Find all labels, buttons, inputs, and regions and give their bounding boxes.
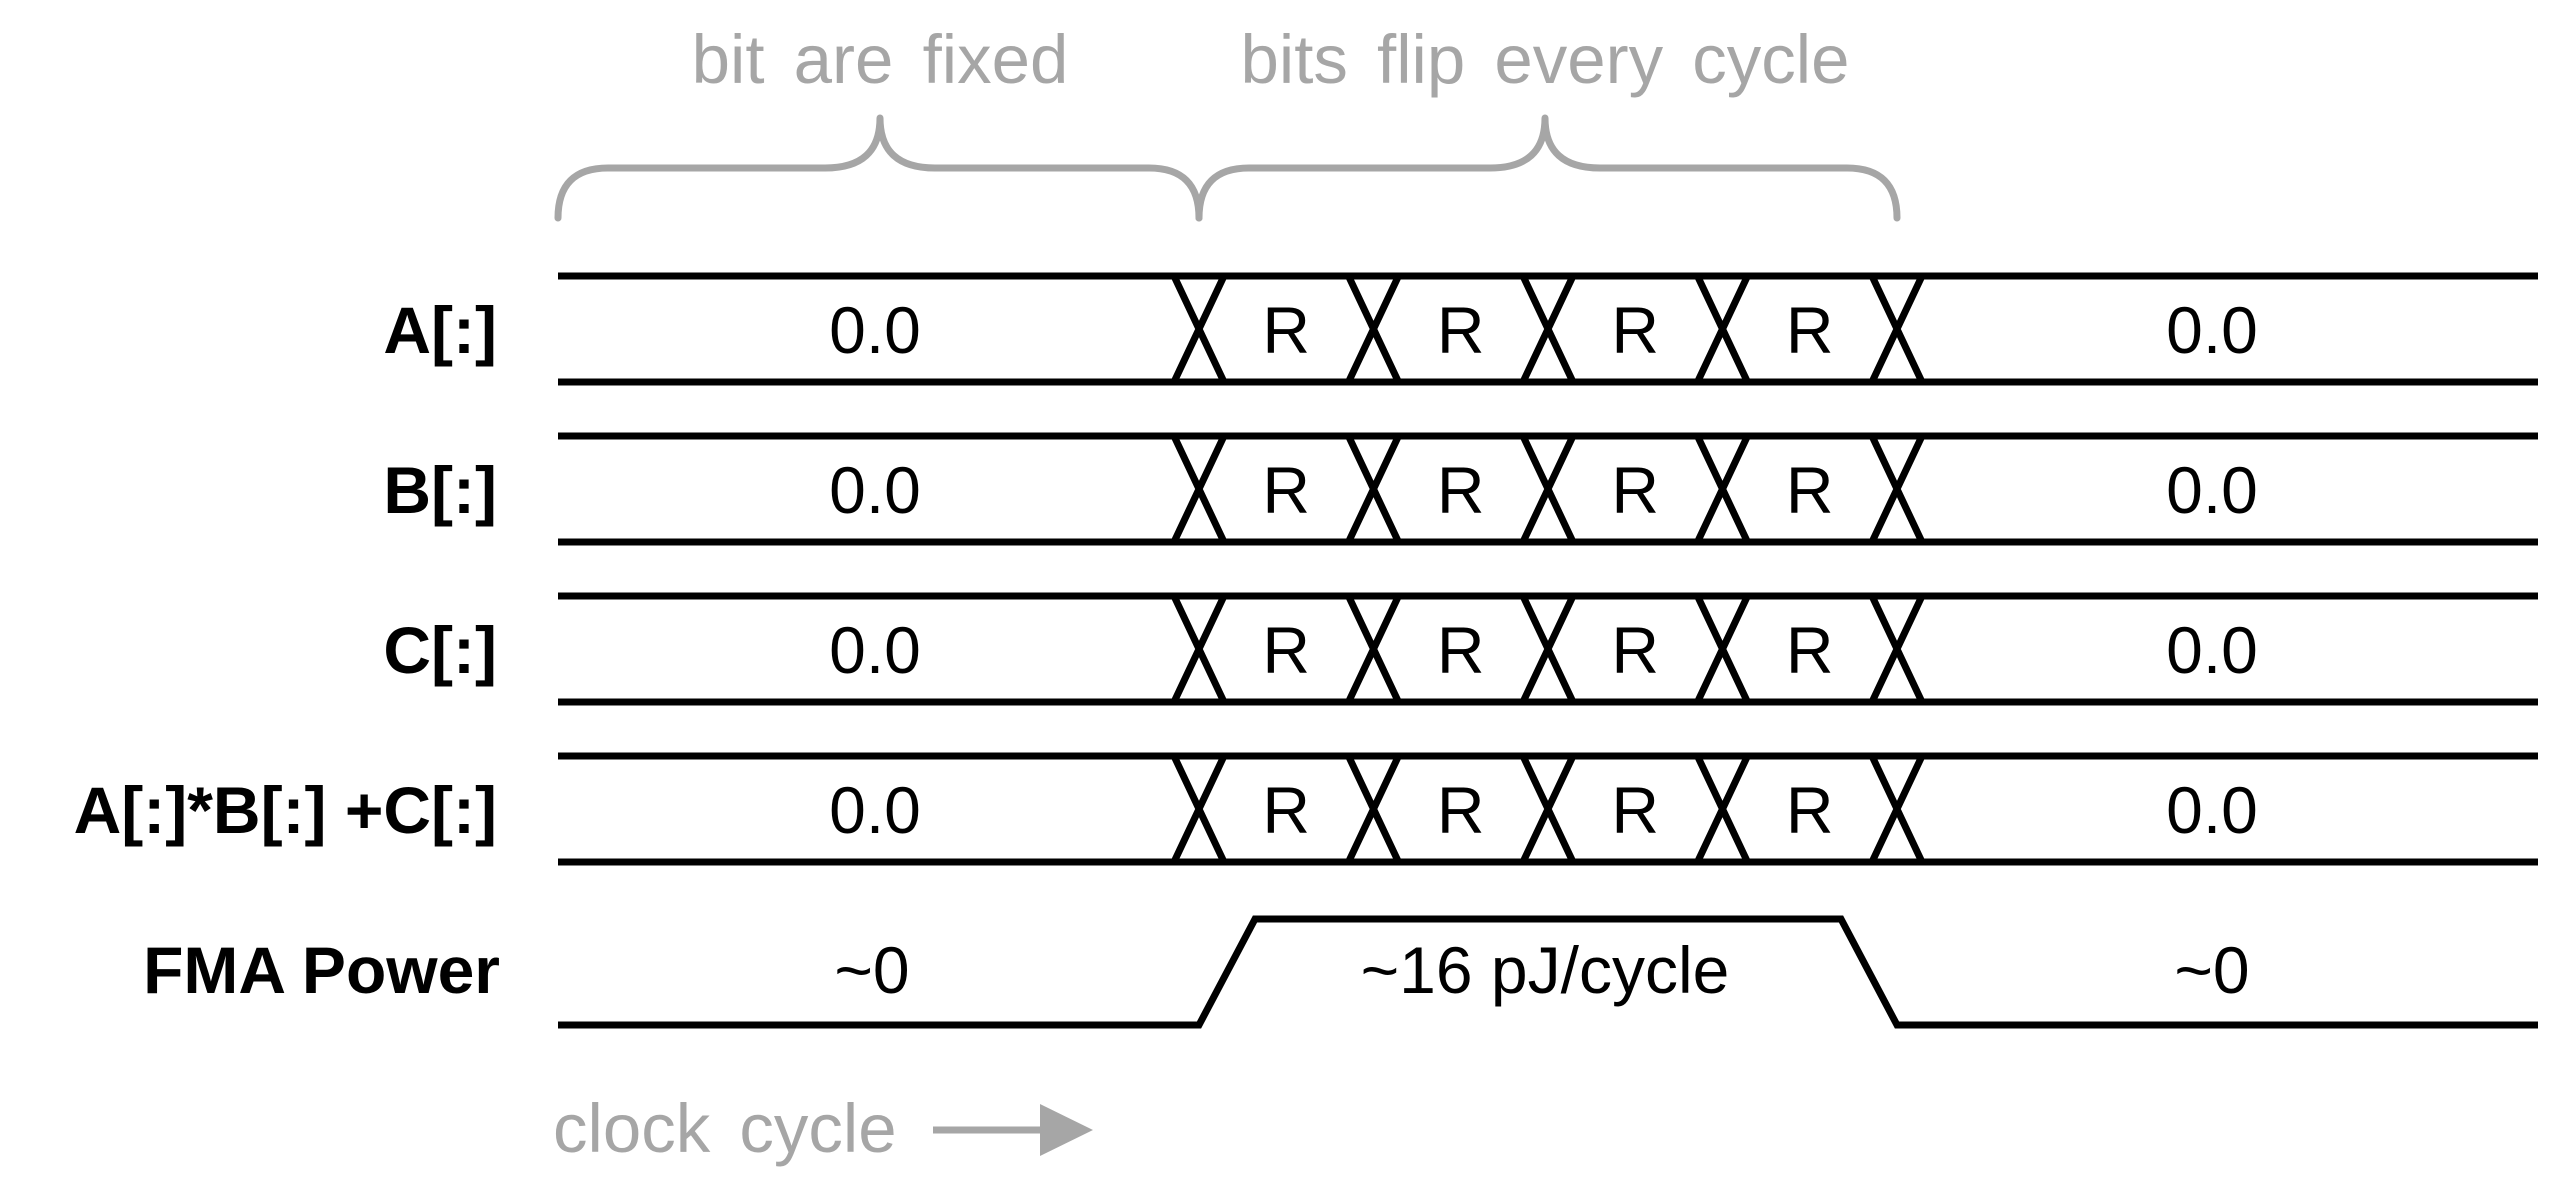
power-active-value: ~16 pJ/cycle [1361, 933, 1730, 1007]
bus-transition [1170, 274, 1228, 384]
bus-value-before: 0.0 [829, 613, 921, 687]
bus-value-random: R [1611, 613, 1659, 687]
bus-transition [1694, 434, 1751, 544]
bus-waveform [558, 592, 2538, 706]
bus-value-random: R [1786, 773, 1834, 847]
power-row: FMA Power ~0 ~16 pJ/cycle ~0 [143, 915, 2538, 1029]
signal-label: C[:] [383, 613, 497, 687]
bus-value-random: R [1262, 293, 1310, 367]
bus-value-random: R [1786, 613, 1834, 687]
bus-transition [1519, 434, 1577, 544]
bus-transition [1694, 594, 1751, 704]
signal-row: B[:] 0.0 R R R R 0.0 [383, 432, 2538, 546]
bus-value-random: R [1437, 613, 1485, 687]
bus-value-after: 0.0 [2166, 453, 2258, 527]
flip-phase-label: bits flip every cycle [1240, 21, 1849, 98]
bus-value-after: 0.0 [2166, 773, 2258, 847]
bus-transition [1868, 754, 1926, 864]
bus-value-after: 0.0 [2166, 613, 2258, 687]
bus-transition [1868, 274, 1926, 384]
power-before-value: ~0 [834, 933, 909, 1007]
signal-label: A[:]*B[:] +C[:] [74, 773, 497, 847]
signal-label: B[:] [383, 453, 497, 527]
bus-transition [1345, 274, 1402, 384]
bus-transition [1519, 594, 1577, 704]
bus-value-random: R [1262, 613, 1310, 687]
bus-transition [1868, 594, 1926, 704]
signal-row: A[:] 0.0 R R R R 0.0 [383, 272, 2538, 386]
clock-arrow-head [1040, 1104, 1093, 1156]
flip-phase-brace [1195, 114, 1901, 222]
bus-transition [1345, 754, 1402, 864]
bus-transition [1694, 754, 1751, 864]
bus-value-random: R [1262, 773, 1310, 847]
bus-transition [1694, 274, 1751, 384]
bus-value-random: R [1611, 773, 1659, 847]
bus-value-random: R [1786, 293, 1834, 367]
bus-value-random: R [1262, 453, 1310, 527]
bus-value-after: 0.0 [2166, 293, 2258, 367]
bus-transition [1345, 434, 1402, 544]
bus-value-random: R [1437, 453, 1485, 527]
bus-waveform [558, 432, 2538, 546]
bus-value-random: R [1611, 293, 1659, 367]
bus-transition [1170, 594, 1228, 704]
bus-value-random: R [1437, 773, 1485, 847]
bus-value-random: R [1437, 293, 1485, 367]
power-label: FMA Power [143, 933, 500, 1007]
signal-label: A[:] [383, 293, 497, 367]
bus-transition [1170, 754, 1228, 864]
bus-value-random: R [1611, 453, 1659, 527]
bus-transition [1519, 754, 1577, 864]
signal-row: A[:]*B[:] +C[:] 0.0 R R R R 0.0 [74, 752, 2538, 866]
clock-cycle-label: clock cycle [553, 1090, 897, 1167]
bus-transition [1345, 594, 1402, 704]
fixed-phase-brace [554, 114, 1203, 222]
fixed-phase-label: bit are fixed [692, 21, 1069, 98]
power-after-value: ~0 [2174, 933, 2249, 1007]
bus-value-random: R [1786, 453, 1834, 527]
bus-value-before: 0.0 [829, 293, 921, 367]
bus-value-before: 0.0 [829, 453, 921, 527]
bus-transition [1170, 434, 1228, 544]
bus-transition [1868, 434, 1926, 544]
bus-waveform [558, 752, 2538, 866]
power-waveform [558, 915, 2538, 1029]
bus-waveform [558, 272, 2538, 386]
bus-value-before: 0.0 [829, 773, 921, 847]
signal-row: C[:] 0.0 R R R R 0.0 [383, 592, 2538, 706]
bus-transition [1519, 274, 1577, 384]
